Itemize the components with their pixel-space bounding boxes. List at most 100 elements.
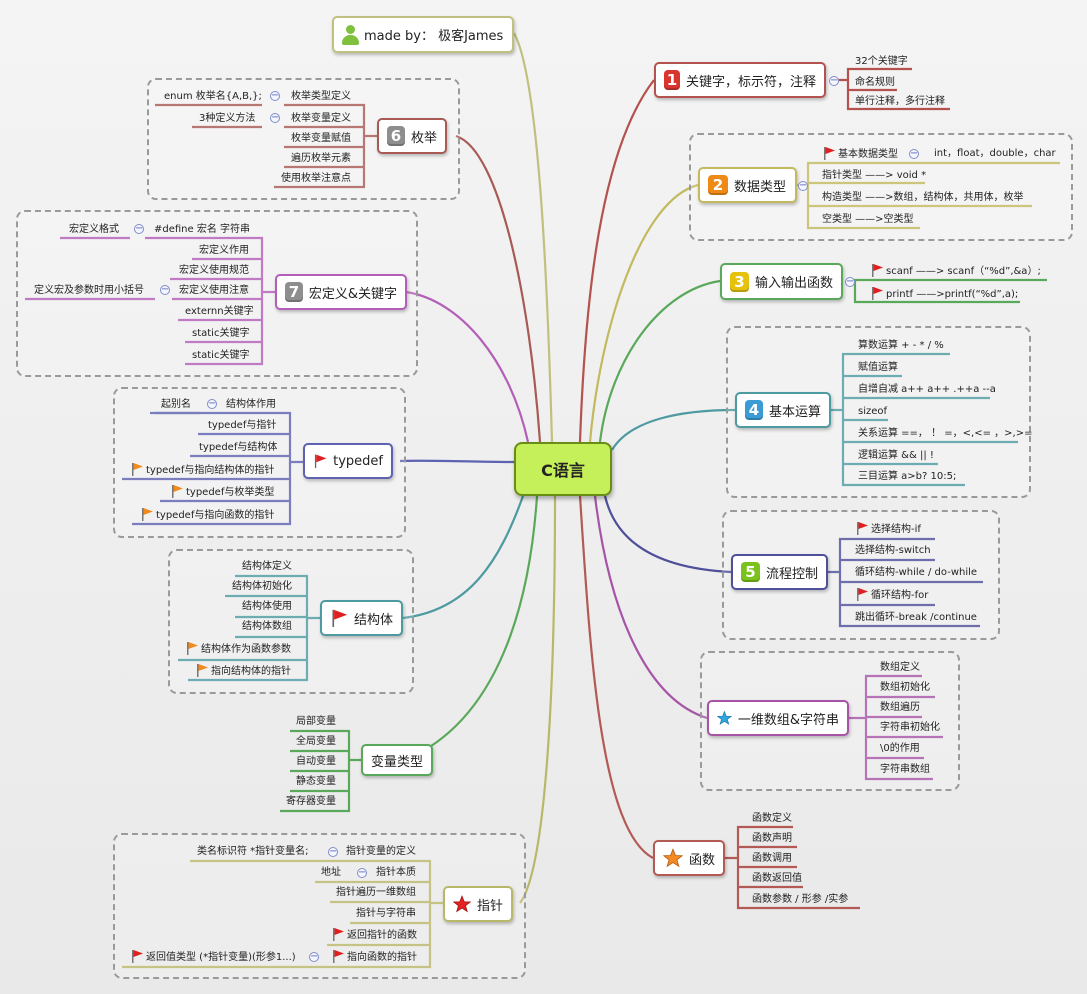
collapse-toggle[interactable]: − [357, 867, 367, 878]
central-topic[interactable]: C语言 [514, 442, 612, 496]
title-node[interactable]: made by： 极客James [332, 16, 514, 53]
collapse-toggle[interactable]: − [845, 276, 855, 287]
leaf-item: typedef与结构体 [199, 442, 278, 453]
number-3-icon: 3 [730, 271, 749, 292]
topic-functions[interactable]: 函数 [653, 840, 725, 876]
collapse-toggle[interactable]: − [909, 148, 919, 159]
leaf-item: 单行注释，多行注释 [855, 96, 945, 107]
topic-struct-label: 结构体 [353, 612, 393, 628]
leaf-item: typedef与指针 [208, 420, 277, 431]
leaf-item: 函数调用 [752, 853, 792, 864]
leaf-item: 结构体初始化 [232, 581, 292, 592]
leaf-item: 跳出循环-break /continue [855, 612, 977, 623]
leaf-item-flagged: 基本数据类型 [818, 146, 902, 162]
topic-pointers[interactable]: 指针 [443, 886, 513, 922]
topic-arrays-strings[interactable]: 一维数组&字符串 [707, 700, 849, 736]
leaf-sub-item: 3种定义方法 [199, 113, 256, 124]
leaf-item: 算数运算 + - * / % [858, 340, 944, 351]
leaf-item: 遍历枚举元素 [291, 153, 351, 164]
red-flag-icon [857, 588, 868, 601]
leaf-item: 选择结构-switch [855, 545, 931, 556]
leaf-item-flagged: 选择结构-if [851, 521, 925, 537]
person-icon [342, 24, 359, 45]
number-2-icon: 2 [708, 175, 728, 195]
topic-data-types[interactable]: 2 数据类型 [698, 167, 797, 203]
topic-pointers-label: 指针 [476, 898, 503, 914]
topic-control-flow[interactable]: 5 流程控制 [731, 554, 828, 590]
leaf-item: 结构体数组 [242, 621, 292, 632]
title-label: made by： 极客James [364, 29, 504, 44]
red-flag-icon [333, 950, 344, 963]
collapse-toggle[interactable]: − [328, 846, 338, 857]
leaf-sub-item: enum 枚举名{A,B,}; [164, 91, 262, 102]
leaf-item-flagged: 循环结构-for [851, 587, 932, 603]
leaf-sub-item: 类名标识符 *指针变量名; [197, 846, 309, 857]
topic-typedef[interactable]: typedef [303, 443, 393, 479]
number-5-icon: 5 [741, 562, 760, 582]
collapse-toggle[interactable]: − [309, 951, 319, 962]
collapse-toggle[interactable]: − [270, 90, 280, 101]
leaf-item: 局部变量 [296, 716, 336, 727]
topic-io-functions[interactable]: 3 输入输出函数 [720, 263, 843, 300]
orange-star-icon [663, 848, 683, 868]
leaf-item: 自动变量 [296, 756, 336, 767]
collapse-toggle[interactable]: − [270, 112, 280, 123]
number-4-icon: 4 [745, 400, 763, 420]
leaf-item: 枚举变量定义 [291, 113, 351, 124]
leaf-item: 32个关键字 [855, 56, 908, 67]
leaf-item: 数组定义 [880, 662, 920, 673]
topic-basic-operations[interactable]: 4 基本运算 [735, 392, 831, 428]
collapse-toggle[interactable]: − [798, 180, 808, 191]
leaf-sub-item: 定义宏及参数时用小括号 [34, 285, 144, 296]
leaf-item: static关键字 [192, 328, 250, 339]
topic-variable-types[interactable]: 变量类型 [361, 744, 433, 776]
collapse-toggle[interactable]: − [207, 398, 217, 409]
red-flag-icon [872, 264, 883, 277]
topic-io-functions-label: 输入输出函数 [754, 276, 833, 291]
number-6-icon: 6 [387, 126, 405, 146]
leaf-item: 指针本质 [376, 867, 416, 878]
leaf-item: \0的作用 [880, 743, 920, 754]
leaf-item: 数组初始化 [880, 682, 930, 693]
topic-enum[interactable]: 6 枚举 [377, 118, 447, 154]
topic-keywords[interactable]: 1 关键字，标示符，注释 [654, 62, 826, 98]
red-flag-icon [824, 147, 835, 160]
leaf-item-flagged: typedef与指向函数的指针 [136, 507, 278, 523]
leaf-item: 逻辑运算 && || ! [858, 450, 934, 461]
collapse-toggle[interactable]: − [160, 284, 170, 295]
blue-star-icon [717, 710, 732, 725]
number-1-icon: 1 [664, 70, 680, 90]
leaf-sub-item: 宏定义格式 [69, 224, 119, 235]
leaf-item-flagged: scanf ——> scanf（“%d”,&a）; [866, 263, 1045, 279]
leaf-item: 赋值运算 [858, 362, 898, 373]
collapse-toggle[interactable]: − [134, 223, 144, 234]
leaf-item: #define 宏名 字符串 [154, 224, 251, 235]
topic-macros-keywords-label: 宏定义&关键字 [308, 286, 397, 302]
red-flag-icon [314, 454, 327, 469]
leaf-item: 字符串数组 [880, 764, 930, 775]
leaf-item: 结构体作用 [226, 399, 276, 410]
topic-keywords-label: 关键字，标示符，注释 [685, 74, 816, 90]
topic-arrays-strings-label: 一维数组&字符串 [737, 712, 839, 728]
leaf-item: 函数参数 / 形参 /实参 [752, 894, 849, 905]
orange-flag-icon [197, 664, 208, 677]
topic-macros-keywords[interactable]: 7 宏定义&关键字 [275, 274, 407, 310]
leaf-item: static关键字 [192, 350, 250, 361]
leaf-sub-item: int，float，double，char [934, 148, 1056, 159]
leaf-item: 关系运算 ==， ！ =，<,<= ，>,>= [858, 428, 1033, 439]
red-flag-icon [872, 287, 883, 300]
leaf-sub-item-flagged: 返回值类型 (*指针变量)(形参1...) [126, 949, 300, 965]
topic-struct[interactable]: 结构体 [320, 600, 403, 636]
orange-flag-icon [187, 642, 198, 655]
leaf-item: 指针类型 ——> void * [822, 170, 927, 181]
leaf-item: externn关键字 [185, 306, 254, 317]
red-star-icon [453, 895, 471, 913]
leaf-item: 自增自减 a++ a++ .++a --a [858, 384, 996, 395]
orange-flag-icon [172, 485, 183, 498]
leaf-item-flagged: typedef与枚举类型 [166, 484, 278, 500]
orange-flag-icon [132, 463, 143, 476]
red-flag-icon [857, 522, 868, 535]
red-flag-icon [333, 928, 344, 941]
collapse-toggle[interactable]: − [829, 75, 839, 86]
